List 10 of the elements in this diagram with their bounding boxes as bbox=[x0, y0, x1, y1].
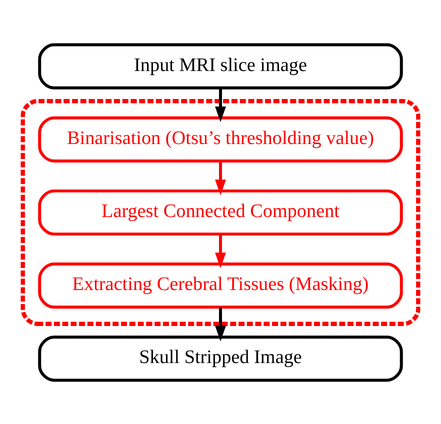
node-box: Input MRI slice image bbox=[38, 42, 403, 89]
arrow bbox=[215, 160, 226, 195]
arrow bbox=[215, 306, 226, 341]
arrow bbox=[215, 234, 226, 268]
node-box: Binarisation (Otsu’s thresholding value) bbox=[38, 116, 403, 162]
cluster bbox=[20, 98, 420, 326]
node-box: Largest Connected Component bbox=[38, 188, 403, 236]
node-box: Extracting Cerebral Tissues (Masking) bbox=[38, 262, 403, 308]
arrow bbox=[215, 88, 226, 122]
node-box: Skull Stripped Image bbox=[38, 335, 403, 382]
